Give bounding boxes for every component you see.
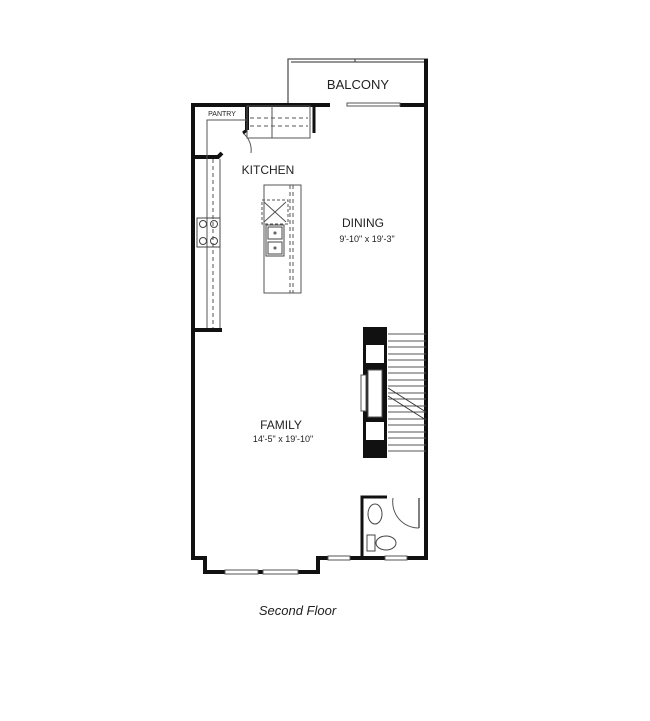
fireplace-and-stair-wall — [360, 327, 387, 458]
kitchen-island — [261, 184, 302, 294]
cooktop-icon — [196, 217, 221, 248]
balcony-outline — [287, 58, 428, 104]
stairs — [387, 333, 427, 452]
sink-icon — [265, 224, 285, 257]
room-labels: BALCONY PANTRY KITCHEN DINING 9'-10" x 1… — [208, 77, 395, 444]
floor-caption: Second Floor — [258, 603, 337, 618]
room-dims-dining: 9'-10" x 19'-3" — [339, 234, 394, 244]
toilet-icon — [375, 535, 397, 551]
sink-icon — [367, 503, 383, 525]
powder-room — [360, 495, 420, 558]
room-label-family: FAMILY — [260, 418, 302, 432]
room-label-balcony: BALCONY — [327, 77, 389, 92]
room-dims-family: 14'-5" x 19'-10" — [253, 434, 313, 444]
room-label-pantry: PANTRY — [208, 111, 236, 118]
room-label-kitchen: KITCHEN — [242, 163, 295, 177]
room-label-dining: DINING — [342, 216, 384, 230]
windows — [224, 102, 408, 575]
